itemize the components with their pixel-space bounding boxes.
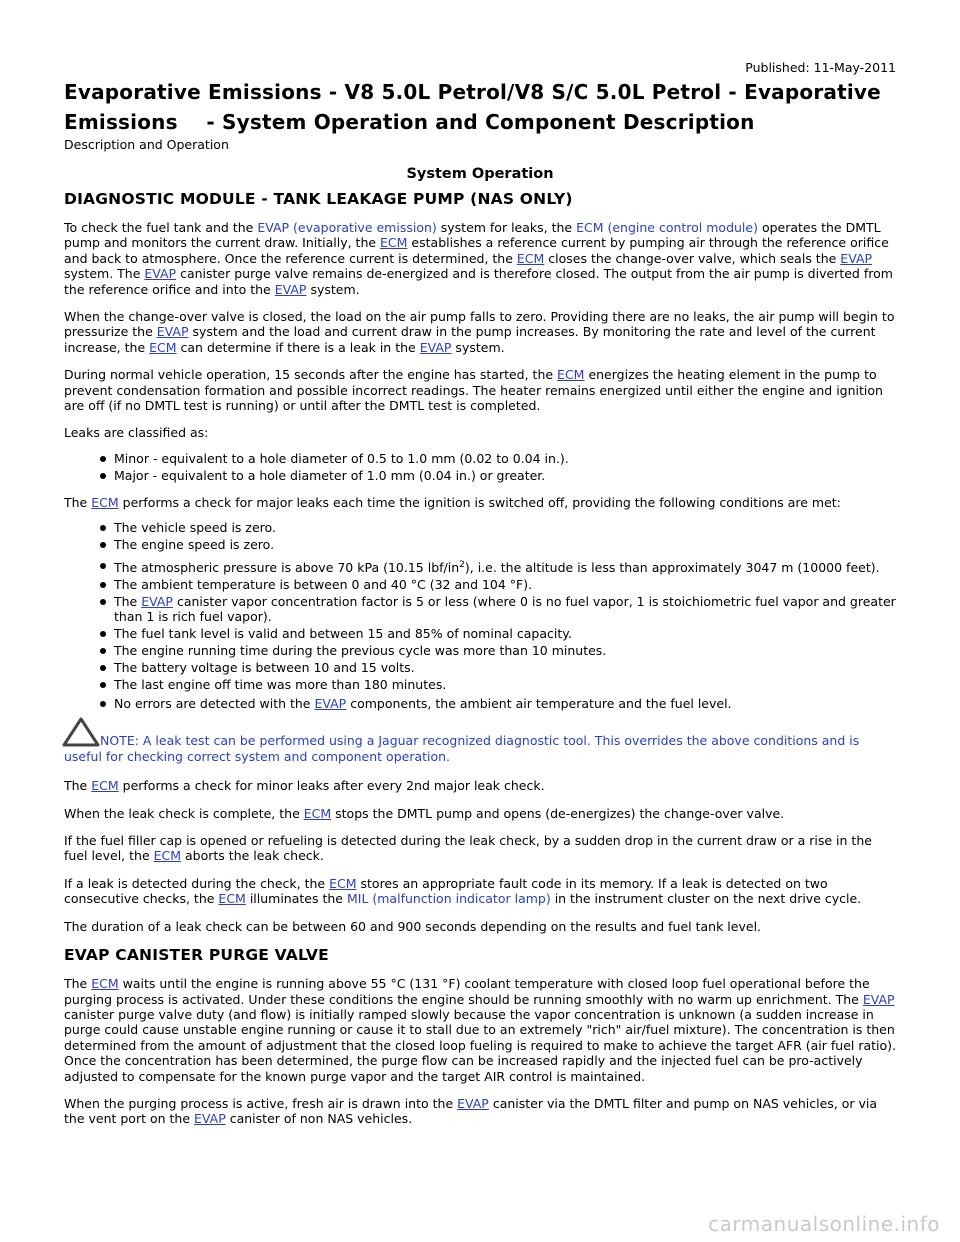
note-block: NOTE: A leak test can be performed using…: [62, 717, 896, 764]
conditions-list: The vehicle speed is zero. The engine sp…: [64, 520, 896, 711]
paragraph-7: When the leak check is complete, the ECM…: [64, 805, 785, 821]
link-evap[interactable]: EVAP: [840, 250, 873, 266]
link-ecm[interactable]: ECM: [218, 891, 246, 907]
link-ecm[interactable]: ECM: [303, 805, 332, 821]
link-evap[interactable]: EVAP: [141, 594, 173, 610]
watermark: carmanualsonline.info: [708, 1212, 940, 1236]
list-item: The fuel tank level is valid and between…: [100, 626, 896, 641]
section-heading-purge-valve: EVAP CANISTER PURGE VALVE: [64, 946, 329, 965]
paragraph-12: When the purging process is active, fres…: [64, 1095, 878, 1127]
link-evap[interactable]: EVAP: [274, 281, 307, 297]
list-item: The EVAP canister vapor concentration fa…: [100, 594, 896, 624]
note-text: NOTE: A leak test can be performed using…: [64, 733, 860, 764]
link-ecm[interactable]: ECM: [516, 250, 545, 266]
section-heading-diagnostic-module: DIAGNOSTIC MODULE - TANK LEAKAGE PUMP (N…: [64, 190, 573, 208]
link-ecm[interactable]: ECM: [329, 875, 357, 891]
list-item: The atmospheric pressure is above 70 kPa…: [100, 558, 896, 575]
link-evap[interactable]: EVAP: [457, 1095, 489, 1111]
page-subtitle: Description and Operation: [64, 137, 229, 152]
paragraph-10: The duration of a leak check can be betw…: [64, 918, 762, 934]
link-ecm[interactable]: ECM: [153, 848, 182, 864]
link-evap[interactable]: EVAP: [314, 696, 347, 712]
link-evap[interactable]: EVAP: [156, 324, 189, 340]
list-item: The ambient temperature is between 0 and…: [100, 577, 896, 592]
paragraph-5: The ECM performs a check for major leaks…: [64, 494, 841, 510]
list-item: The engine running time during the previ…: [100, 643, 896, 658]
paragraph-11: The ECM waits until the engine is runnin…: [64, 976, 897, 1084]
paragraph-8: If the fuel filler cap is opened or refu…: [64, 833, 872, 864]
list-item: Minor - equivalent to a hole diameter of…: [100, 451, 896, 466]
list-item: The vehicle speed is zero.: [100, 520, 896, 535]
paragraph-2: When the change-over valve is closed, th…: [64, 309, 895, 355]
paragraph-1: To check the fuel tank and the EVAP (eva…: [64, 220, 893, 297]
link-ecm[interactable]: ECM: [149, 339, 177, 355]
list-item: The engine speed is zero.: [100, 537, 896, 552]
paragraph-6: The ECM performs a check for minor leaks…: [64, 778, 545, 794]
leak-class-list: Minor - equivalent to a hole diameter of…: [64, 451, 896, 483]
link-ecm[interactable]: ECM: [557, 367, 585, 383]
page-title: Evaporative Emissions - V8 5.0L Petrol/V…: [64, 77, 896, 137]
list-item: No errors are detected with the EVAP com…: [100, 696, 896, 711]
system-operation-heading: System Operation: [406, 166, 554, 182]
link-ecm[interactable]: ECM: [380, 235, 408, 251]
paragraph-3: During normal vehicle operation, 15 seco…: [64, 367, 883, 414]
paragraph-9: If a leak is detected during the check, …: [64, 875, 862, 907]
title-line-1: Evaporative Emissions - V8 5.0L Petrol/V…: [64, 80, 881, 104]
title-line-2: Emissions - System Operation and Compone…: [64, 110, 755, 134]
link-evap[interactable]: EVAP: [862, 991, 895, 1007]
link-evap[interactable]: EVAP: [419, 339, 452, 355]
warning-triangle-icon: [62, 717, 100, 747]
link-ecm[interactable]: ECM: [91, 976, 119, 992]
link-evap[interactable]: EVAP: [144, 266, 177, 282]
link-evap[interactable]: EVAP: [194, 1111, 226, 1127]
term-evap: EVAP (evaporative emission): [257, 220, 437, 235]
link-ecm[interactable]: ECM: [91, 778, 119, 794]
document-page: Published: 11-May-2011 Evaporative Emiss…: [62, 60, 897, 1139]
published-date: Published: 11-May-2011: [745, 60, 896, 75]
paragraph-4: Leaks are classified as:: [64, 425, 209, 441]
list-item: The battery voltage is between 10 and 15…: [100, 660, 896, 675]
list-item: The last engine off time was more than 1…: [100, 677, 896, 692]
term-mil: MIL (malfunction indicator lamp): [346, 891, 551, 907]
list-item: Major - equivalent to a hole diameter of…: [100, 468, 896, 483]
link-ecm[interactable]: ECM: [91, 494, 119, 510]
term-ecm: ECM (engine control module): [576, 220, 758, 235]
